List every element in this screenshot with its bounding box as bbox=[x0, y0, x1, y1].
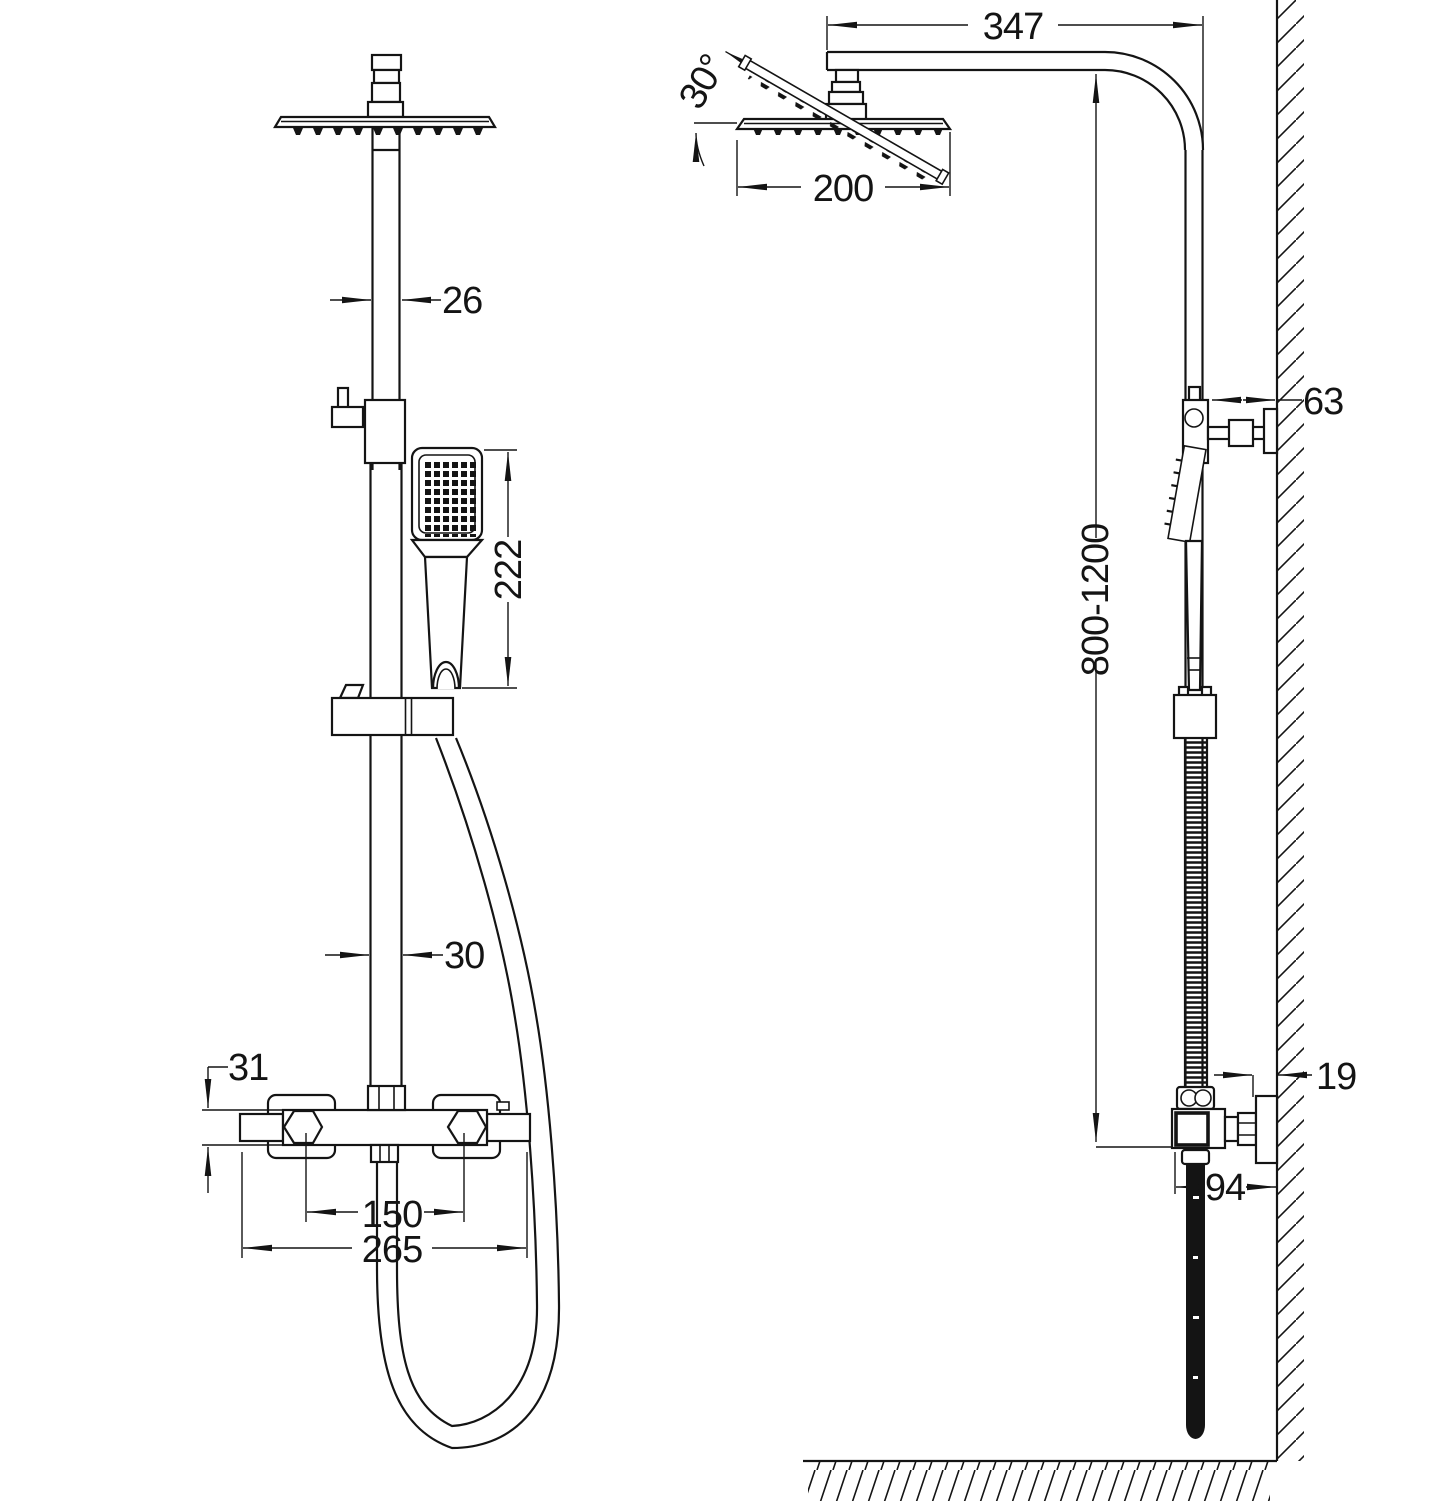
wall-plate-lower bbox=[1254, 1094, 1279, 1165]
mixer-valve-side bbox=[1170, 1085, 1279, 1166]
hose-highlights bbox=[1193, 1196, 1199, 1379]
hose-lower-side bbox=[1186, 1164, 1205, 1440]
riser-height-dimension: 800-1200 bbox=[1075, 74, 1172, 1148]
dim-wall-plate-depth: 19 bbox=[1316, 1056, 1356, 1098]
dim-pipe-upper-width: 26 bbox=[442, 280, 482, 322]
side-view: 30° 200 347 bbox=[671, 6, 1357, 1440]
wall-plate-depth-dimension: 19 bbox=[1214, 1056, 1357, 1098]
wall-clearance-dimension: 63 bbox=[1212, 381, 1344, 423]
wall-section bbox=[1275, 0, 1304, 1461]
dim-riser-height-range: 800-1200 bbox=[1075, 524, 1117, 677]
floor-hatch bbox=[808, 1461, 1270, 1501]
hand-shower-front bbox=[409, 446, 485, 690]
slider-bracket-side bbox=[1172, 685, 1218, 740]
wall-hatch bbox=[1277, 0, 1304, 1461]
nozzles-tilted bbox=[747, 71, 928, 181]
hose-upper-side bbox=[1183, 738, 1209, 1087]
dim-valve-body-height: 31 bbox=[228, 1047, 268, 1089]
dim-valve-depth-from-wall: 94 bbox=[1205, 1167, 1246, 1209]
inlet-nut-right bbox=[446, 1109, 488, 1145]
head-ball-joint-side bbox=[824, 68, 868, 122]
head-ball-joint-front bbox=[366, 53, 405, 119]
dim-inlet-spacing: 150 bbox=[362, 1194, 422, 1236]
diverter-knob-side bbox=[1184, 408, 1204, 428]
arm-length-dimension: 347 bbox=[826, 6, 1204, 148]
front-dimensions: 26 222 30 31 150 265 bbox=[202, 280, 530, 1271]
floor-section bbox=[803, 1459, 1277, 1501]
nozzles-front bbox=[288, 127, 486, 137]
riser-pipe-front bbox=[369, 127, 403, 1088]
riser-pipe-side bbox=[825, 50, 1205, 1088]
wall-bracket-upper bbox=[1206, 407, 1279, 455]
mixer-valve-front bbox=[238, 1084, 532, 1164]
slider-bracket-front bbox=[330, 683, 455, 737]
diverter-front bbox=[330, 386, 407, 465]
rain-head-tilted bbox=[725, 50, 950, 186]
valve-depth-dimension: 94 bbox=[1174, 1152, 1276, 1209]
dim-head-tilt-angle: 30° bbox=[671, 48, 735, 116]
shower-hose-front bbox=[375, 737, 561, 1450]
inlet-nut-left bbox=[282, 1109, 324, 1145]
hose-union-nut bbox=[369, 1143, 400, 1164]
dim-pipe-lower-width: 30 bbox=[444, 935, 484, 977]
head-width-dimension: 200 bbox=[736, 132, 951, 210]
front-view: 26 222 30 31 150 265 bbox=[202, 53, 561, 1450]
angle-annotation: 30° bbox=[671, 48, 737, 167]
hand-shower-side bbox=[1164, 444, 1207, 692]
hose-swivel-front bbox=[431, 660, 461, 690]
riser-union-nut bbox=[366, 1084, 407, 1112]
arm-bend-inner bbox=[1104, 68, 1187, 151]
dim-head-width: 200 bbox=[813, 168, 873, 210]
rain-head-front bbox=[273, 115, 497, 137]
dim-hand-shower-length: 222 bbox=[488, 540, 530, 600]
dim-arm-length: 347 bbox=[983, 6, 1043, 48]
hand-shower-spray-face bbox=[423, 460, 477, 537]
dim-valve-overall-width: 265 bbox=[362, 1229, 422, 1271]
arm-bend-outer bbox=[1104, 50, 1205, 151]
dim-wall-clearance: 63 bbox=[1303, 381, 1343, 423]
